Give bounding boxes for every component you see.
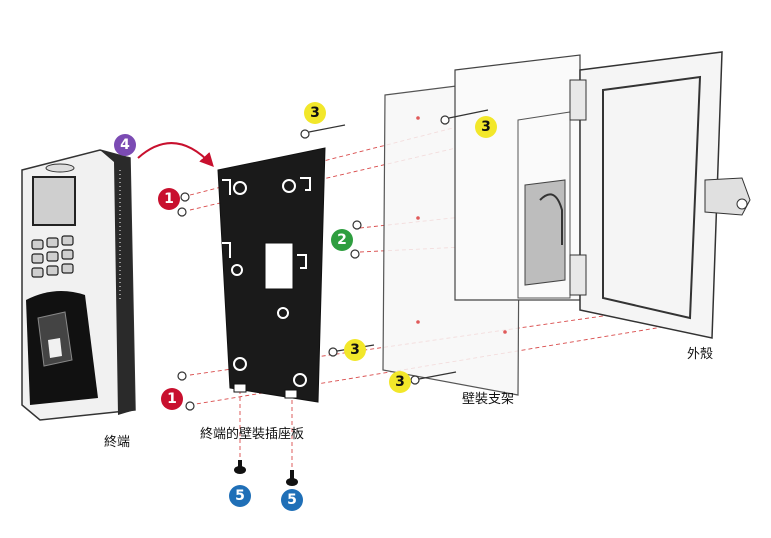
keypad <box>31 235 74 278</box>
badge-4: 4 <box>114 134 136 156</box>
housing-label: 外殼 <box>687 347 714 362</box>
badge-3-top-left: 3 <box>304 102 326 124</box>
mount-plate <box>217 147 326 403</box>
mount-plate-label: 終端的壁裝插座板 <box>200 427 305 442</box>
badge-3-mid: 3 <box>344 339 366 361</box>
screws <box>177 109 489 411</box>
wall-bracket-label: 壁裝支架 <box>462 392 515 407</box>
badge-5-right: 5 <box>281 489 303 511</box>
badge-2: 2 <box>331 229 353 251</box>
badge-1-bottom: 1 <box>161 388 183 410</box>
terminal-label: 終端 <box>104 435 131 450</box>
outer-housing <box>454 51 751 339</box>
badge-3-bottom: 3 <box>389 371 411 393</box>
attach-arrow <box>137 142 214 168</box>
badge-5-left: 5 <box>229 485 251 507</box>
badge-3-top-right: 3 <box>475 116 497 138</box>
terminal-device <box>21 149 136 421</box>
badge-1-top: 1 <box>158 188 180 210</box>
rubber-feet <box>234 460 298 486</box>
